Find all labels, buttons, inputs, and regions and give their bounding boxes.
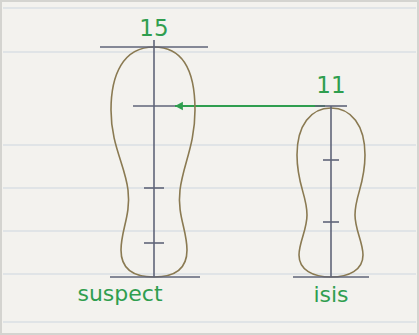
size-number: 11	[316, 73, 345, 98]
shoe-outline	[285, 70, 380, 315]
size-number: 15	[139, 16, 168, 41]
shoe-label: isis	[313, 283, 348, 307]
shoe-print: 15 suspect	[55, 15, 215, 315]
shoe-label: suspect	[77, 282, 162, 306]
shoe-print: 11 isis	[285, 70, 380, 315]
comparison-arrow	[175, 102, 325, 111]
shoe-outline	[55, 15, 215, 315]
